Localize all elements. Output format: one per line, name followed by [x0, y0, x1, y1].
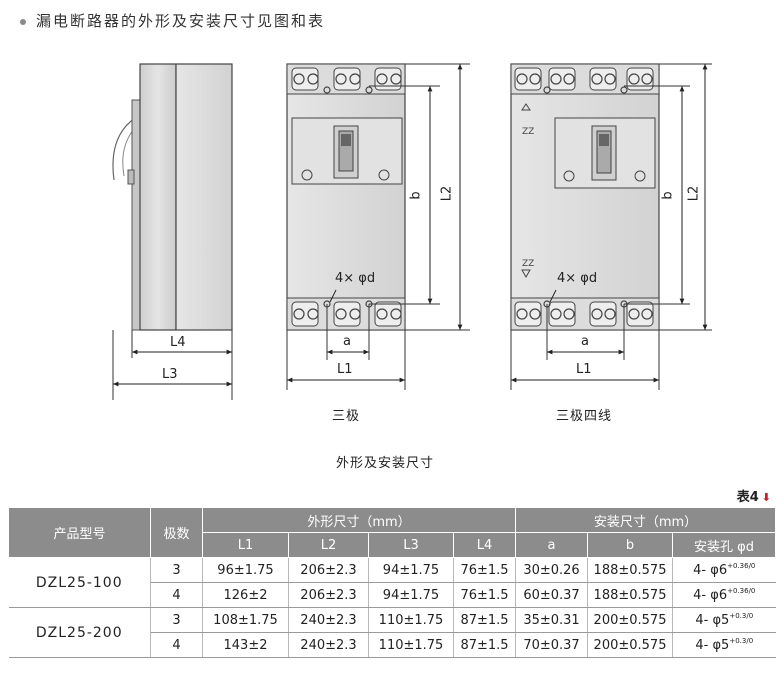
- L4-cell: 87±1.5: [453, 632, 517, 658]
- hole-value: 4- φ6: [693, 588, 728, 603]
- tolerance-lower: 0: [750, 587, 756, 595]
- hole-value: 4- φ5: [695, 638, 730, 653]
- side-L4-label: L4: [170, 335, 186, 350]
- L2-cell: 206±2.3: [288, 557, 369, 583]
- L3-cell: 110±1.75: [368, 632, 454, 658]
- header-L3: L3: [368, 532, 454, 558]
- side-L3-label: L3: [162, 367, 178, 382]
- b-cell: 200±0.575: [587, 607, 674, 633]
- hole-cell: 4- φ5+0.3/0: [672, 607, 776, 633]
- header-hole: 安装孔 φd: [672, 532, 777, 558]
- tpfw-b-label: b: [660, 191, 676, 200]
- header-L2: L2: [288, 532, 369, 558]
- poles-cell: 3: [150, 607, 203, 633]
- tp-caption: 三极: [332, 409, 361, 424]
- tp-holes-label: 4× φd: [335, 271, 376, 286]
- L2-cell: 240±2.3: [288, 632, 369, 658]
- figure-caption: 外形及安装尺寸: [336, 456, 435, 471]
- a-cell: 30±0.26: [515, 557, 589, 583]
- hole-cell: 4- φ6+0.36/0: [672, 557, 776, 583]
- header-model: 产品型号: [8, 507, 151, 558]
- model-cell: DZL25-100: [8, 557, 151, 608]
- tpfw-L2-label: L2: [686, 185, 702, 202]
- tpfw-a-label: a: [581, 334, 589, 349]
- L2-cell: 206±2.3: [288, 582, 369, 608]
- side-view: [112, 63, 233, 400]
- tp-b-label: b: [408, 191, 424, 200]
- header-L4: L4: [452, 532, 517, 558]
- tolerance-upper: +0.36: [727, 562, 749, 570]
- hole-cell: 4- φ6+0.36/0: [672, 582, 776, 608]
- section-heading: 漏电断路器的外形及安装尺寸见图和表: [20, 10, 325, 31]
- a-cell: 70±0.37: [515, 632, 589, 658]
- a-cell: 35±0.31: [515, 607, 589, 633]
- poles-cell: 4: [150, 632, 203, 658]
- b-cell: 200±0.575: [587, 632, 674, 658]
- table-row: DZL25-100 3 96±1.75 206±2.3 94±1.75 76±1…: [8, 557, 776, 608]
- tolerance-lower: 0: [748, 637, 754, 645]
- L4-cell: 76±1.5: [453, 557, 517, 583]
- header-L1: L1: [202, 532, 289, 558]
- poles-cell: 4: [150, 582, 203, 608]
- hole-cell: 4- φ5+0.3/0: [672, 632, 776, 658]
- tolerance-upper: +0.36: [727, 587, 749, 595]
- hole-value: 4- φ6: [693, 563, 728, 578]
- tp-a-label: a: [343, 334, 351, 349]
- tp-L2-label: L2: [439, 185, 455, 202]
- dimension-drawings: ZZ ZZ: [112, 63, 712, 400]
- hole-value: 4- φ5: [695, 613, 730, 628]
- table-reference: 表4⬇: [737, 486, 771, 505]
- L1-cell: 96±1.75: [202, 557, 289, 583]
- L1-cell: 126±2: [202, 582, 289, 608]
- L1-cell: 108±1.75: [202, 607, 289, 633]
- L1-cell: 143±2: [202, 632, 289, 658]
- L4-cell: 76±1.5: [453, 582, 517, 608]
- L3-cell: 110±1.75: [368, 607, 454, 633]
- header-install-group: 安装尺寸（mm）: [515, 507, 777, 533]
- table-ref-text: 表4: [736, 490, 759, 505]
- header-outline-group: 外形尺寸（mm）: [201, 507, 517, 533]
- table-row: DZL25-200 3 108±1.75 240±2.3 110±1.75 87…: [8, 607, 776, 658]
- tolerance-lower: 0: [750, 562, 756, 570]
- heading-text: 漏电断路器的外形及安装尺寸见图和表: [36, 12, 326, 30]
- tpfw-L1-label: L1: [576, 362, 592, 377]
- header-a: a: [515, 532, 589, 558]
- table-row: 4 126±2 206±2.3 94±1.75 76±1.5 60±0.37 1…: [9, 582, 776, 608]
- poles-cell: 3: [150, 557, 203, 583]
- svg-text:ZZ: ZZ: [522, 127, 534, 137]
- tp-L1-label: L1: [337, 362, 353, 377]
- download-icon[interactable]: ⬇: [761, 491, 771, 504]
- L3-cell: 94±1.75: [368, 557, 454, 583]
- spec-table: 产品型号 极数 外形尺寸（mm） 安装尺寸（mm） L1 L2 L3 L4 a …: [8, 507, 777, 658]
- model-cell: DZL25-200: [8, 607, 151, 658]
- a-cell: 60±0.37: [515, 582, 589, 608]
- tpfw-holes-label: 4× φd: [557, 271, 598, 286]
- b-cell: 188±0.575: [587, 557, 674, 583]
- tolerance-upper: +0.3: [729, 612, 747, 620]
- table-row: 4 143±2 240±2.3 110±1.75 87±1.5 70±0.37 …: [9, 632, 776, 658]
- tpfw-caption: 三极四线: [556, 409, 613, 424]
- b-cell: 188±0.575: [587, 582, 674, 608]
- tolerance-upper: +0.3: [729, 637, 747, 645]
- tolerance-lower: 0: [748, 612, 754, 620]
- bullet-icon: [20, 18, 26, 25]
- L3-cell: 94±1.75: [368, 582, 454, 608]
- header-b: b: [587, 532, 674, 558]
- header-poles: 极数: [150, 507, 203, 558]
- L4-cell: 87±1.5: [453, 607, 517, 633]
- svg-text:ZZ: ZZ: [522, 259, 534, 269]
- three-pole-four-wire-view: ZZ ZZ: [510, 63, 712, 390]
- three-pole-view: [286, 63, 470, 390]
- L2-cell: 240±2.3: [288, 607, 369, 633]
